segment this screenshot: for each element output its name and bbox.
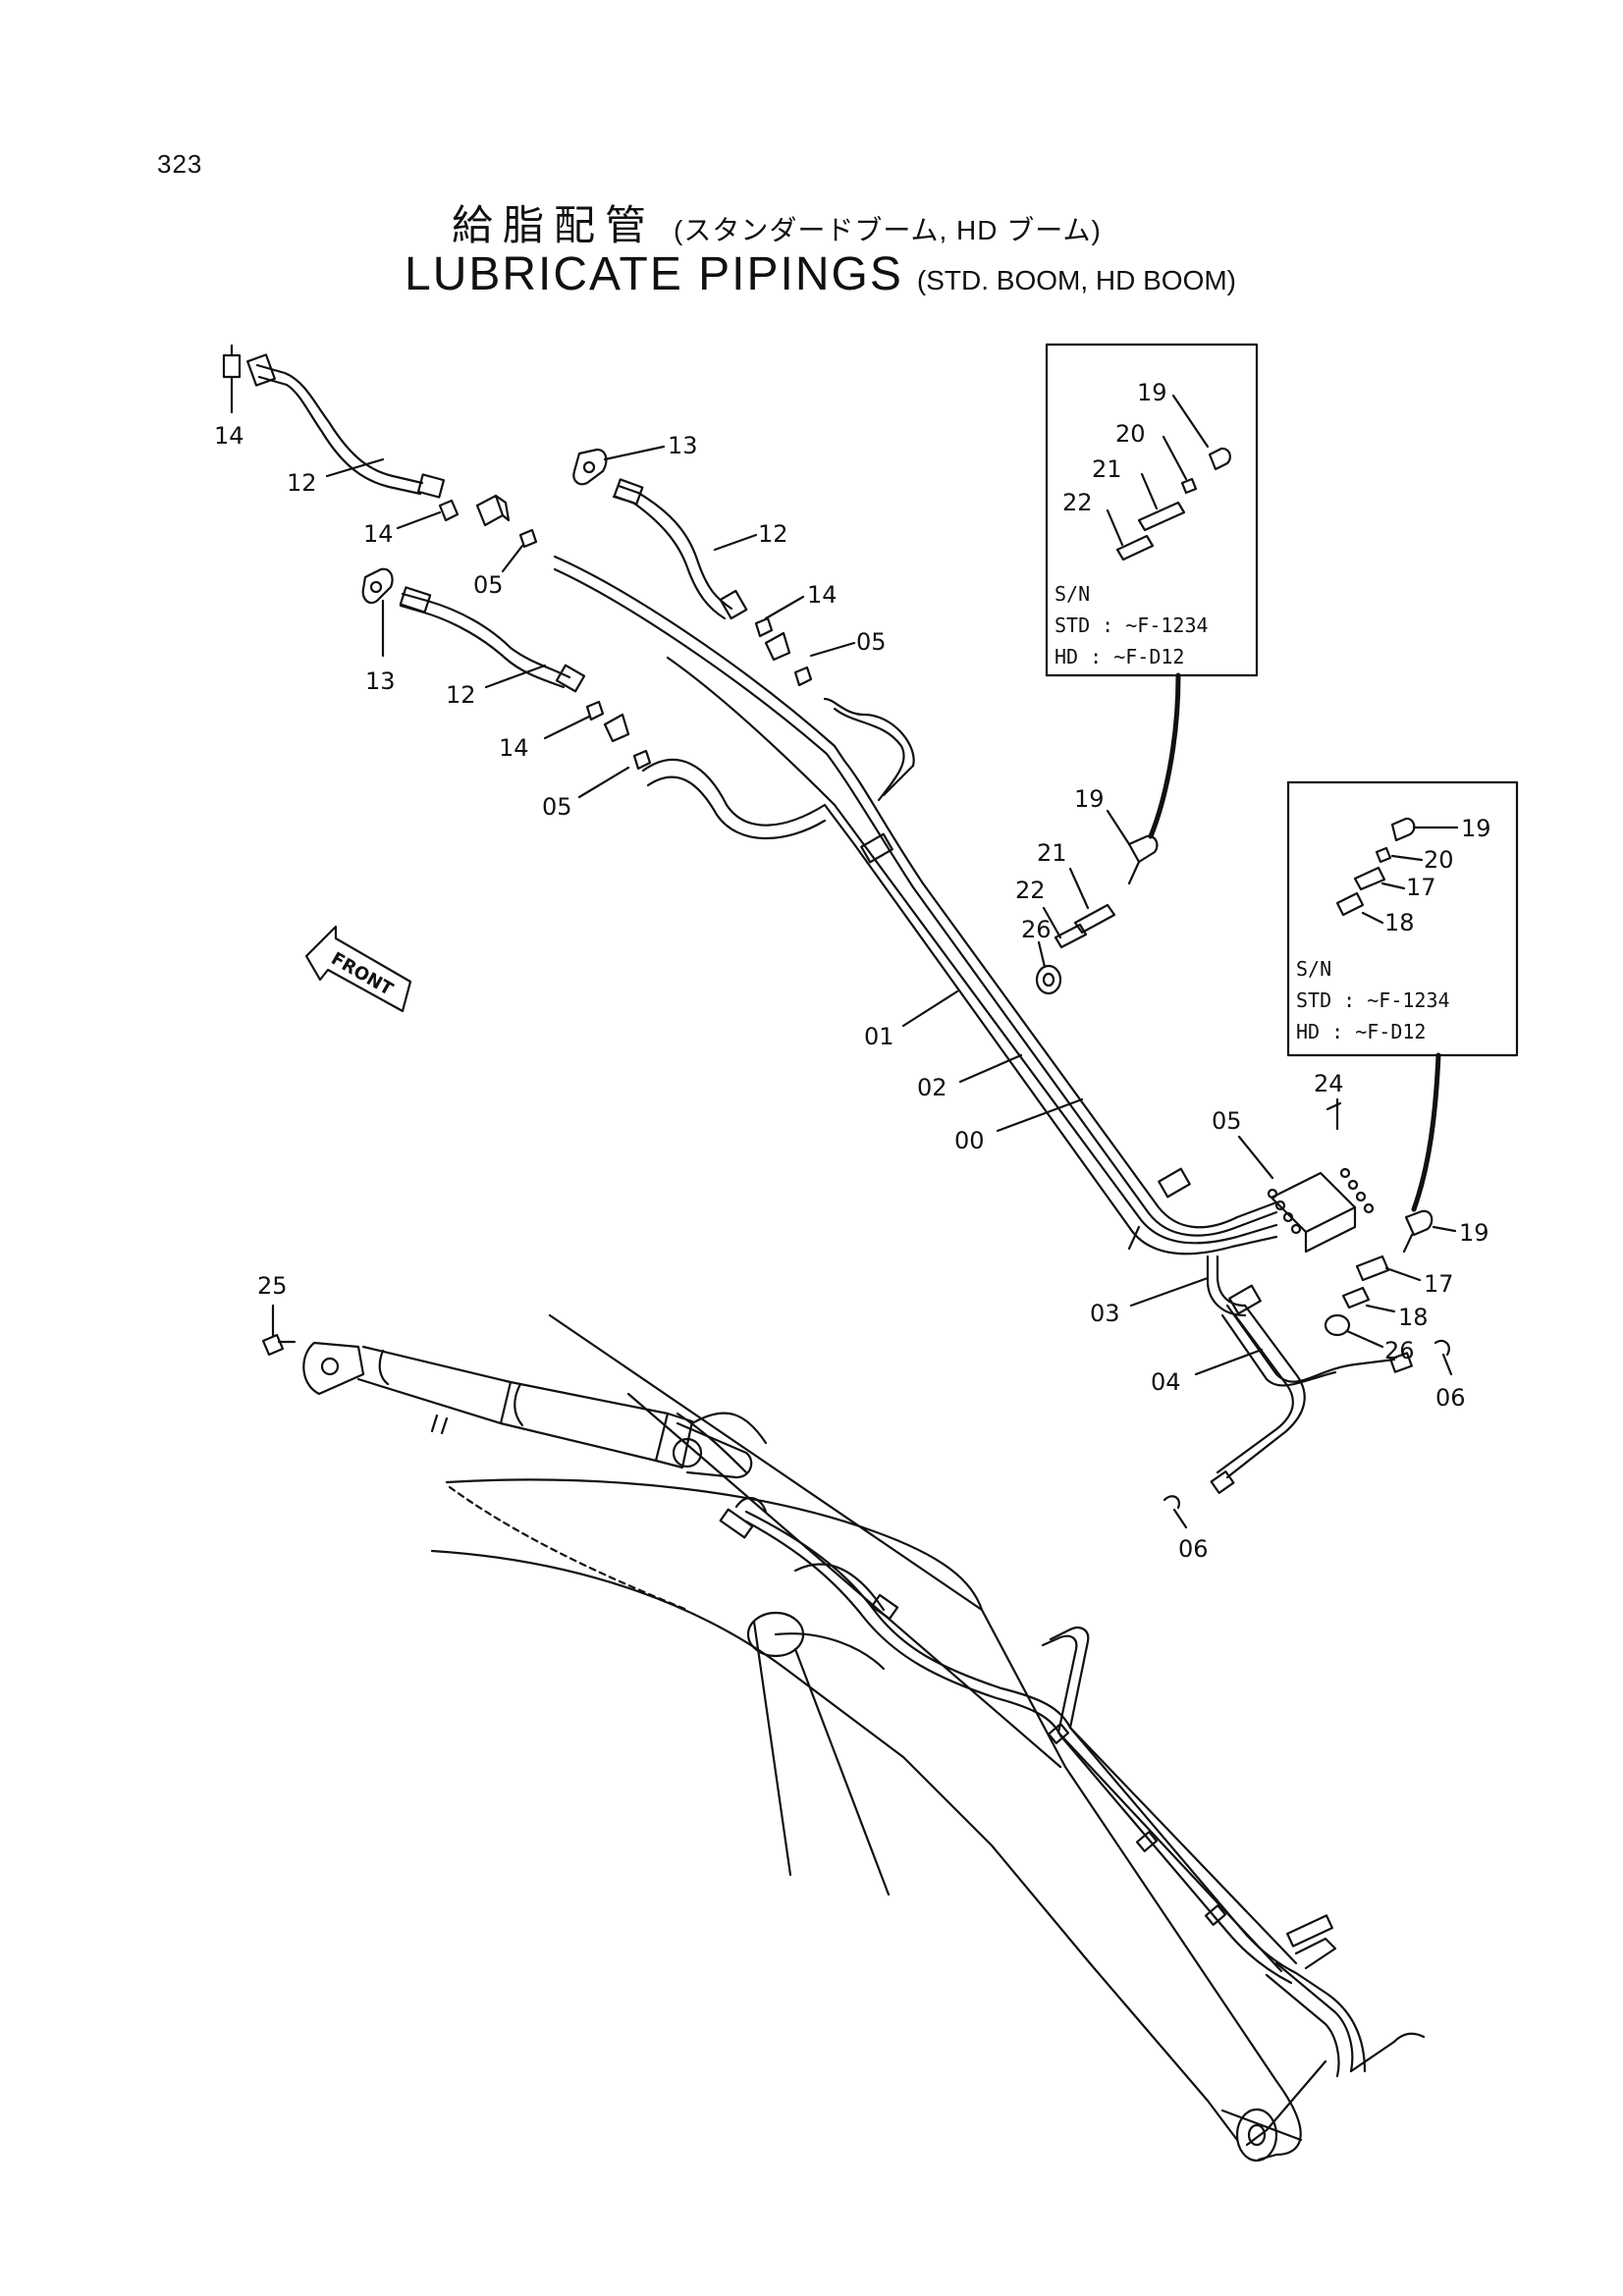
callout-18: 18 — [1398, 1304, 1429, 1331]
callout-13-a: 13 — [668, 432, 698, 459]
inset-right-label-20: 20 — [1424, 846, 1454, 874]
callout-12-c: 12 — [446, 681, 476, 709]
subtitle-en: (STD. BOOM, HD BOOM) — [916, 265, 1236, 295]
inset-top-label-20: 20 — [1115, 420, 1146, 448]
inset-right-label-18: 18 — [1384, 909, 1415, 936]
boom-outline — [430, 1313, 1303, 2163]
lower-right-parts — [1163, 1209, 1450, 1510]
inset-top-label-21: 21 — [1092, 455, 1122, 483]
inset-right: 19 20 17 18 S/N STD : ~F-1234 HD : ~F-D1… — [1286, 780, 1519, 1212]
callout-26-a: 26 — [1021, 916, 1052, 943]
inset-right-sn-title: S/N — [1296, 957, 1331, 981]
inset-right-sn-std: STD : ~F-1234 — [1296, 988, 1450, 1012]
loose-clamp-parts — [1035, 834, 1159, 995]
page-number: 323 — [157, 149, 203, 179]
inset-top-sn-std: STD : ~F-1234 — [1055, 614, 1209, 637]
callout-21: 21 — [1037, 839, 1067, 867]
callout-05-d: 05 — [1212, 1107, 1242, 1135]
callout-14-c: 14 — [807, 581, 838, 609]
callout-12-b: 12 — [758, 520, 788, 548]
inset-right-label-17: 17 — [1406, 874, 1436, 901]
callout-24: 24 — [1314, 1070, 1344, 1097]
title-en-line: LUBRICATE PIPINGS (STD. BOOM, HD BOOM) — [405, 247, 1236, 301]
title-jp: 給脂配管 — [452, 202, 657, 248]
inset-top-sn-hd: HD : ~F-D12 — [1055, 645, 1184, 668]
callout-12-a: 12 — [287, 469, 317, 497]
callout-01: 01 — [864, 1023, 894, 1050]
boom-cylinder — [302, 1341, 768, 1479]
callout-05-c: 05 — [542, 793, 572, 821]
pipe-bundle-main — [553, 555, 1413, 1494]
callout-05-b: 05 — [856, 628, 887, 656]
inset-top: 19 20 21 22 S/N STD : ~F-1234 HD : ~F-D1… — [1045, 343, 1259, 839]
callouts: 14 12 14 05 13 12 14 05 13 — [214, 375, 1489, 1563]
callout-17: 17 — [1424, 1270, 1454, 1298]
callout-22: 22 — [1015, 877, 1046, 904]
pipe-bundle-boom — [676, 1412, 1426, 2147]
callout-14-d: 14 — [499, 734, 529, 762]
callout-06-b: 06 — [1178, 1535, 1209, 1563]
title-en: LUBRICATE PIPINGS — [405, 248, 903, 300]
manifold-block — [1267, 1101, 1375, 1254]
inset-top-label-22: 22 — [1062, 489, 1093, 516]
callout-05-a: 05 — [473, 571, 504, 599]
inset-top-label-19: 19 — [1137, 379, 1167, 406]
inset-right-sn-hd: HD : ~F-D12 — [1296, 1020, 1426, 1043]
callout-14-a: 14 — [214, 422, 244, 450]
inset-top-sn-title: S/N — [1055, 582, 1090, 606]
hose-group-upper — [222, 344, 813, 771]
callout-13-b: 13 — [365, 667, 396, 695]
front-arrow-icon: FRONT — [304, 925, 412, 1013]
title-jp-line: 給脂配管 (スタンダードブーム, HD ブーム) — [452, 192, 1102, 252]
callout-03: 03 — [1090, 1300, 1120, 1327]
callout-04: 04 — [1151, 1368, 1181, 1396]
callout-25: 25 — [257, 1272, 288, 1300]
callout-06-a: 06 — [1435, 1384, 1466, 1412]
callout-00: 00 — [954, 1127, 985, 1154]
callout-14-b: 14 — [363, 520, 394, 548]
callout-19-b: 19 — [1459, 1219, 1489, 1247]
callout-19-a: 19 — [1074, 785, 1105, 813]
callout-02: 02 — [917, 1074, 947, 1101]
subtitle-jp: (スタンダードブーム, HD ブーム) — [674, 215, 1102, 245]
callout-26-b: 26 — [1384, 1337, 1415, 1364]
inset-right-label-19: 19 — [1461, 815, 1491, 842]
boom-foot — [746, 1611, 891, 1896]
fitting-25 — [261, 1333, 297, 1357]
